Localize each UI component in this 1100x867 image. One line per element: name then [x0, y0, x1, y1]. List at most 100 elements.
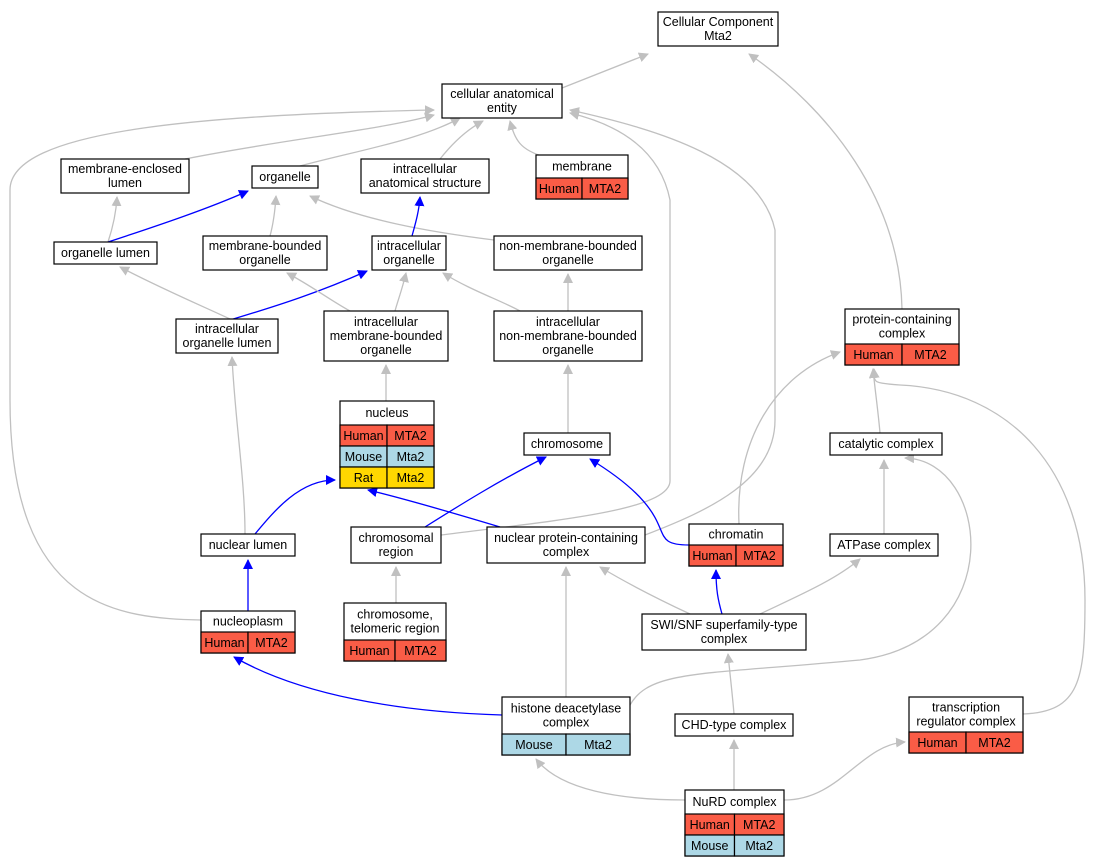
node-label: membrane-bounded [330, 329, 443, 343]
edge-io-to-ias [411, 196, 425, 237]
edge-chromatin-to-chromosome [589, 458, 690, 546]
node-label: organelle [259, 170, 310, 184]
species-org-label: Human [349, 644, 389, 658]
edge-nucleoplasm-to-cae [9, 105, 435, 621]
species-gene-cell [565, 733, 631, 756]
edge-nl-to-nucleus [254, 475, 336, 535]
node-organelle[interactable]: organelle [251, 165, 319, 189]
node-label: NuRD complex [692, 795, 777, 809]
node-inmbo[interactable]: intracellularnon-membrane-boundedorganel… [493, 310, 643, 362]
node-label: organelle lumen [61, 246, 150, 260]
node-atpase[interactable]: ATPase complex [829, 533, 939, 557]
edge-mbo-to-organelle [269, 195, 281, 237]
species-org-label: Human [690, 818, 730, 832]
node-label: complex [701, 632, 748, 646]
node-box [175, 318, 279, 354]
edge-hdac-to-nucleoplasm [233, 656, 503, 716]
node-chromosome[interactable]: chromosome [523, 432, 611, 456]
node-box [60, 158, 190, 194]
species-gene-label: MTA2 [743, 549, 775, 563]
node-label: catalytic complex [838, 437, 934, 451]
edge-chreg-to-chromosome [424, 456, 547, 528]
node-label: histone deacetylase [511, 702, 622, 716]
species-gene-cell [394, 639, 447, 662]
species-gene-label: MTA2 [743, 818, 775, 832]
edge-inmbo-to-io [442, 272, 521, 312]
node-label: region [379, 545, 414, 559]
node-label: chromosome, [357, 608, 433, 622]
edge-npcc-to-cae [569, 107, 776, 536]
edge-mel-to-cae [184, 112, 435, 160]
edge-ias-to-cae [439, 120, 484, 160]
species-gene-cell [733, 834, 785, 857]
node-label: complex [879, 327, 926, 341]
node-label: Cellular Component [663, 15, 774, 29]
species-org-label: Rat [354, 471, 374, 485]
node-box [486, 526, 646, 564]
edge-swisnf-to-chromatin [711, 569, 723, 615]
species-org-label: Human [853, 348, 893, 362]
edge-hdac-to-catc [629, 453, 972, 706]
node-label: lumen [108, 176, 142, 190]
edge-chreg-to-cae [440, 110, 671, 536]
node-chd[interactable]: CHD-type complex [674, 713, 794, 737]
species-gene-label: MTA2 [978, 736, 1010, 750]
node-label: Mta2 [704, 29, 732, 43]
node-label: SWI/SNF superfamily-type [650, 618, 797, 632]
species-gene-cell [247, 631, 296, 654]
node-box [251, 165, 319, 189]
node-catc[interactable]: catalytic complex [829, 432, 943, 456]
edge-membrane-to-cae [507, 120, 546, 158]
edge-iol-to-ol [119, 266, 231, 320]
node-box [200, 533, 296, 557]
node-box [371, 235, 447, 271]
edge-nmbo-to-organelle [309, 195, 495, 241]
node-box [829, 432, 943, 456]
node-label: organelle [360, 343, 411, 357]
node-label: nucleus [365, 406, 408, 420]
species-org-label: Human [204, 636, 244, 650]
node-label: ATPase complex [837, 538, 931, 552]
node-label: CHD-type complex [682, 718, 788, 732]
species-org-label: Mouse [691, 839, 729, 853]
node-ol[interactable]: organelle lumen [53, 241, 158, 265]
species-org-label: Mouse [515, 738, 553, 752]
node-label: anatomical structure [369, 176, 482, 190]
node-label: organelle [542, 253, 593, 267]
edge-trc-to-pcc [869, 368, 1086, 715]
node-box [441, 83, 563, 119]
node-label: organelle lumen [183, 336, 272, 350]
species-org-label: Human [539, 182, 579, 196]
node-nl[interactable]: nuclear lumen [200, 533, 296, 557]
species-gene-cell [965, 731, 1024, 754]
edge-imbo-to-mbo [286, 272, 351, 312]
node-box [493, 235, 643, 271]
edge-organelle-to-cae [299, 117, 461, 167]
node-label: chromosomal [358, 531, 433, 545]
node-label: non-membrane-bounded [499, 239, 637, 253]
species-gene-cell [901, 343, 960, 366]
node-label: chromosome [531, 437, 603, 451]
